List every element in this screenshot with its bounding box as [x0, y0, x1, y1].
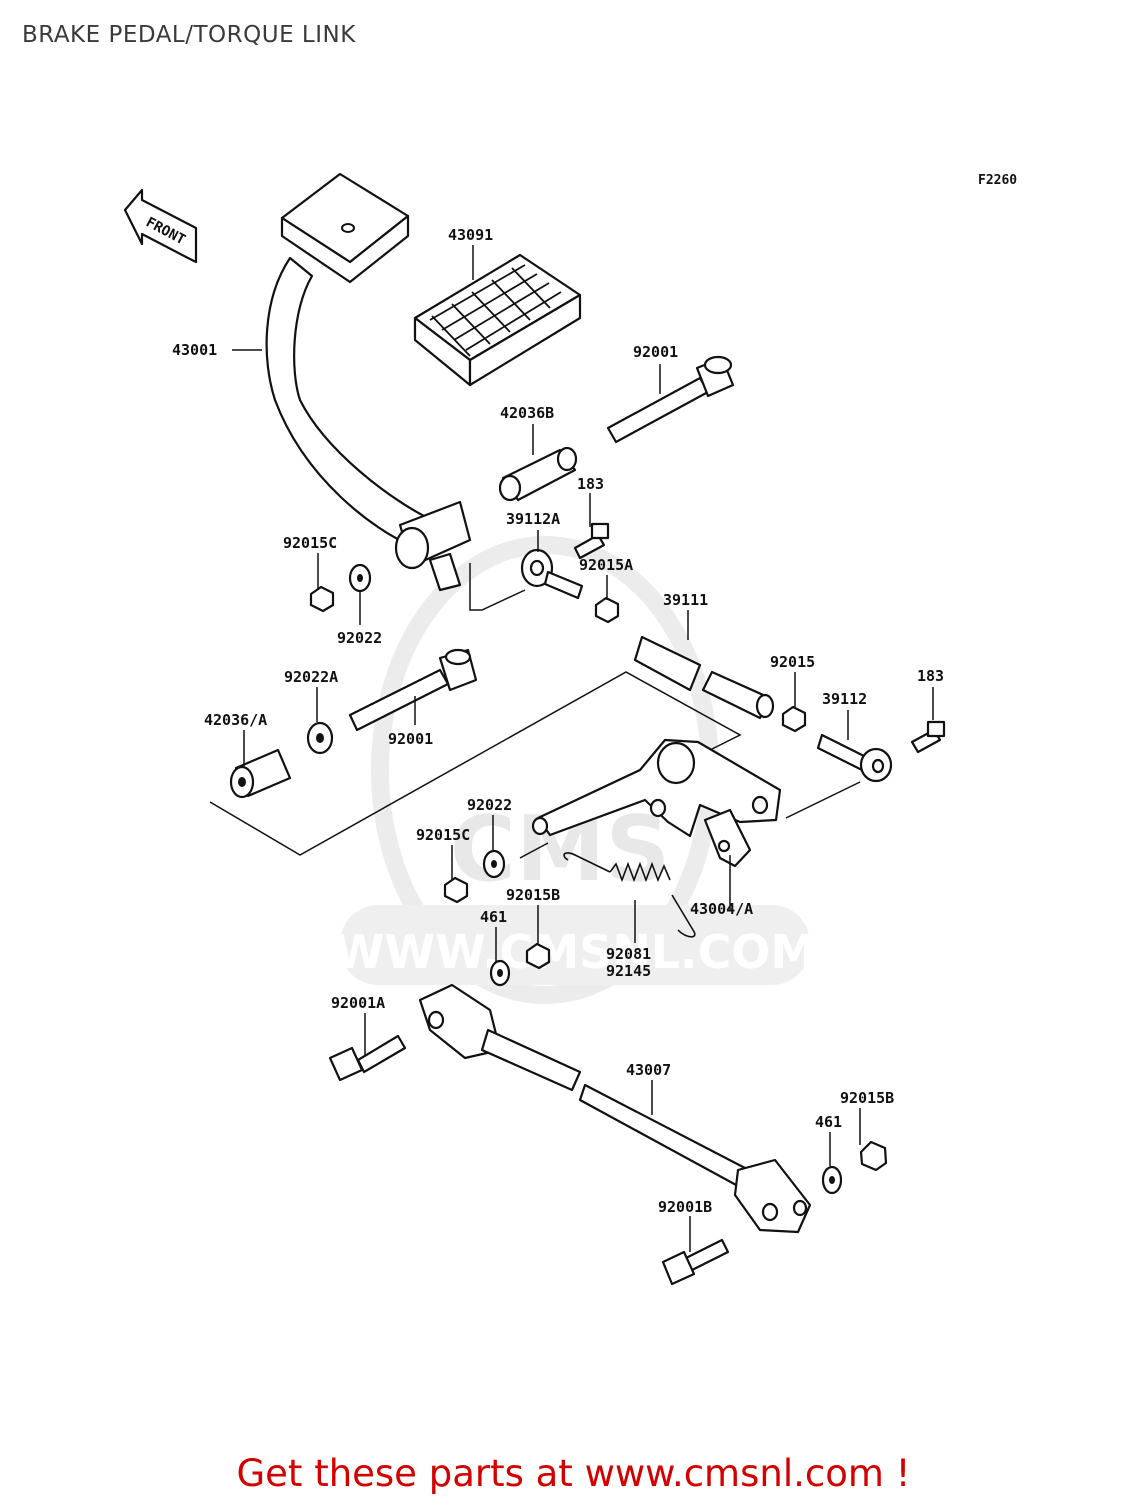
label-461-bottom: 461 [815, 1113, 842, 1131]
torque-link-43007-part [418, 983, 812, 1234]
label-461-mid: 461 [480, 908, 507, 926]
page-title: BRAKE PEDAL/TORQUE LINK [22, 22, 356, 48]
label-39112: 39112 [822, 690, 867, 708]
bolt-92001-mid-part [348, 648, 478, 732]
label-39111: 39111 [663, 591, 708, 609]
bolt-183-top-part [573, 522, 610, 560]
nut-92015c-mid-part [443, 876, 469, 904]
label-92015b-mid: 92015B [506, 886, 560, 904]
label-92022-top: 92022 [337, 629, 382, 647]
label-183-right: 183 [917, 667, 944, 685]
watermark-url: WWW.CMSNL.COM [334, 925, 817, 979]
label-43091: 43091 [448, 226, 493, 244]
bolt-92001-part [606, 355, 735, 444]
nut-92015b-mid-part [525, 942, 551, 970]
lever-43004a-part [531, 738, 782, 868]
washer-461-mid-part [489, 959, 511, 987]
label-92145: 92145 [606, 962, 651, 980]
label-43004a: 43004/A [690, 900, 753, 918]
bolt-183-right-part [910, 720, 946, 754]
label-92015c-top: 92015C [283, 534, 337, 552]
bolt-92001a-part [328, 1034, 407, 1082]
footer-cta-link[interactable]: Get these parts at www.cmsnl.com ! [236, 1452, 911, 1495]
label-92015c-mid: 92015C [416, 826, 470, 844]
washer-92022-mid-part [482, 849, 506, 879]
pedal-pad-part [413, 253, 582, 387]
part-labels: 43091 43001 92001 42036B 183 39112A 9201… [172, 226, 944, 1216]
label-43001: 43001 [172, 341, 217, 359]
nut-92015-part [781, 705, 807, 733]
label-92001a: 92001A [331, 994, 385, 1012]
rod-end-39112a-part [520, 548, 584, 600]
washer-92022a-part [306, 721, 334, 755]
label-92015a: 92015A [579, 556, 633, 574]
label-183-top: 183 [577, 475, 604, 493]
label-92022-mid: 92022 [467, 796, 512, 814]
front-arrow-icon: FRONT [123, 188, 198, 264]
label-92001-top: 92001 [633, 343, 678, 361]
watermark: CMS WWW.CMSNL.COM [334, 536, 817, 1004]
label-42036b: 42036B [500, 404, 554, 422]
washer-92022-top-part [348, 563, 372, 593]
nut-92015a-part [594, 596, 620, 624]
shaft-39111-part [633, 635, 775, 720]
collar-42036b-part [498, 446, 578, 502]
label-43007: 43007 [626, 1061, 671, 1079]
label-39112a: 39112A [506, 510, 560, 528]
label-92001b: 92001B [658, 1198, 712, 1216]
leader-lines [209, 245, 934, 1252]
label-92015: 92015 [770, 653, 815, 671]
rod-end-39112-part [816, 733, 893, 783]
label-42036a: 42036/A [204, 711, 267, 729]
label-92015b-bottom: 92015B [840, 1089, 894, 1107]
figure-code: F2260 [978, 173, 1017, 188]
brake-pedal-part [265, 172, 472, 592]
label-92022a: 92022A [284, 668, 338, 686]
label-92001-mid: 92001 [388, 730, 433, 748]
spring-92081-part [563, 852, 696, 938]
label-92081: 92081 [606, 945, 651, 963]
bolt-92001b-part [661, 1238, 730, 1286]
nut-92015b-bottom-part [859, 1140, 888, 1172]
collar-42036a-part [229, 748, 292, 799]
nut-92015c-top-part [309, 585, 335, 613]
washer-461-bottom-part [821, 1165, 843, 1195]
